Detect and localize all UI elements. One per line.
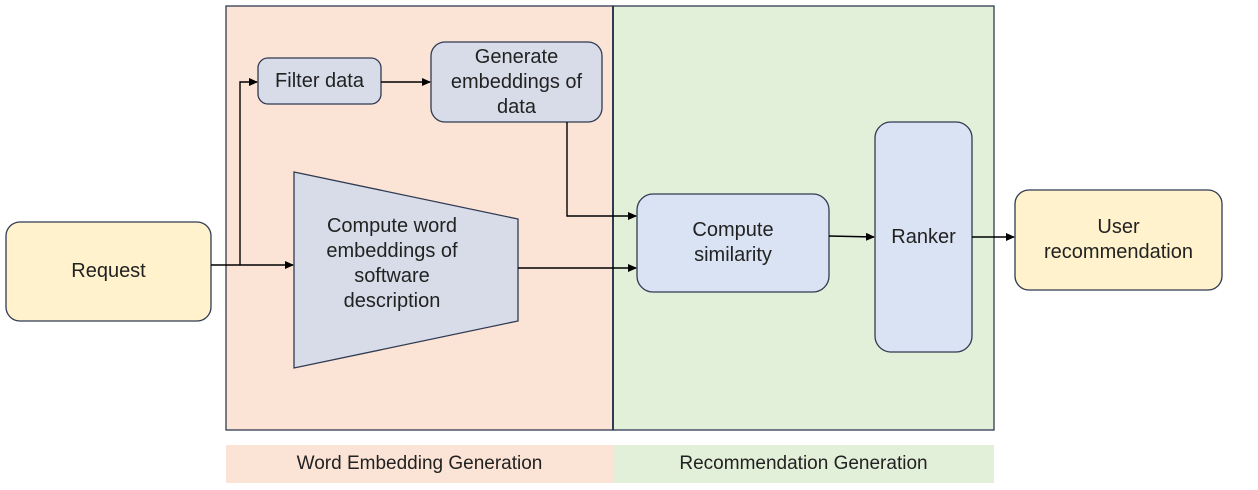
- similarity-to-ranker-arrow: [828, 232, 875, 241]
- generate-embeddings-node: [430, 41, 603, 123]
- filter-data-node: [257, 57, 382, 105]
- request-node: [5, 221, 212, 322]
- compute-word-embeddings-node: [293, 171, 519, 369]
- word-embedding-generation-label: Word Embedding Generation: [296, 453, 543, 474]
- recommendation-legend-bar: [613, 445, 994, 483]
- ranker-node: [874, 121, 973, 353]
- generate-to-similarity-arrow: [566, 122, 637, 220]
- compute-similarity-node: [636, 193, 830, 293]
- user-recommendation-node: [1014, 189, 1223, 291]
- request-to-filter-arrow: [239, 78, 258, 265]
- recommendation-generation-label: Recommendation Generation: [679, 453, 928, 474]
- word-embedding-legend-bar: [226, 445, 613, 483]
